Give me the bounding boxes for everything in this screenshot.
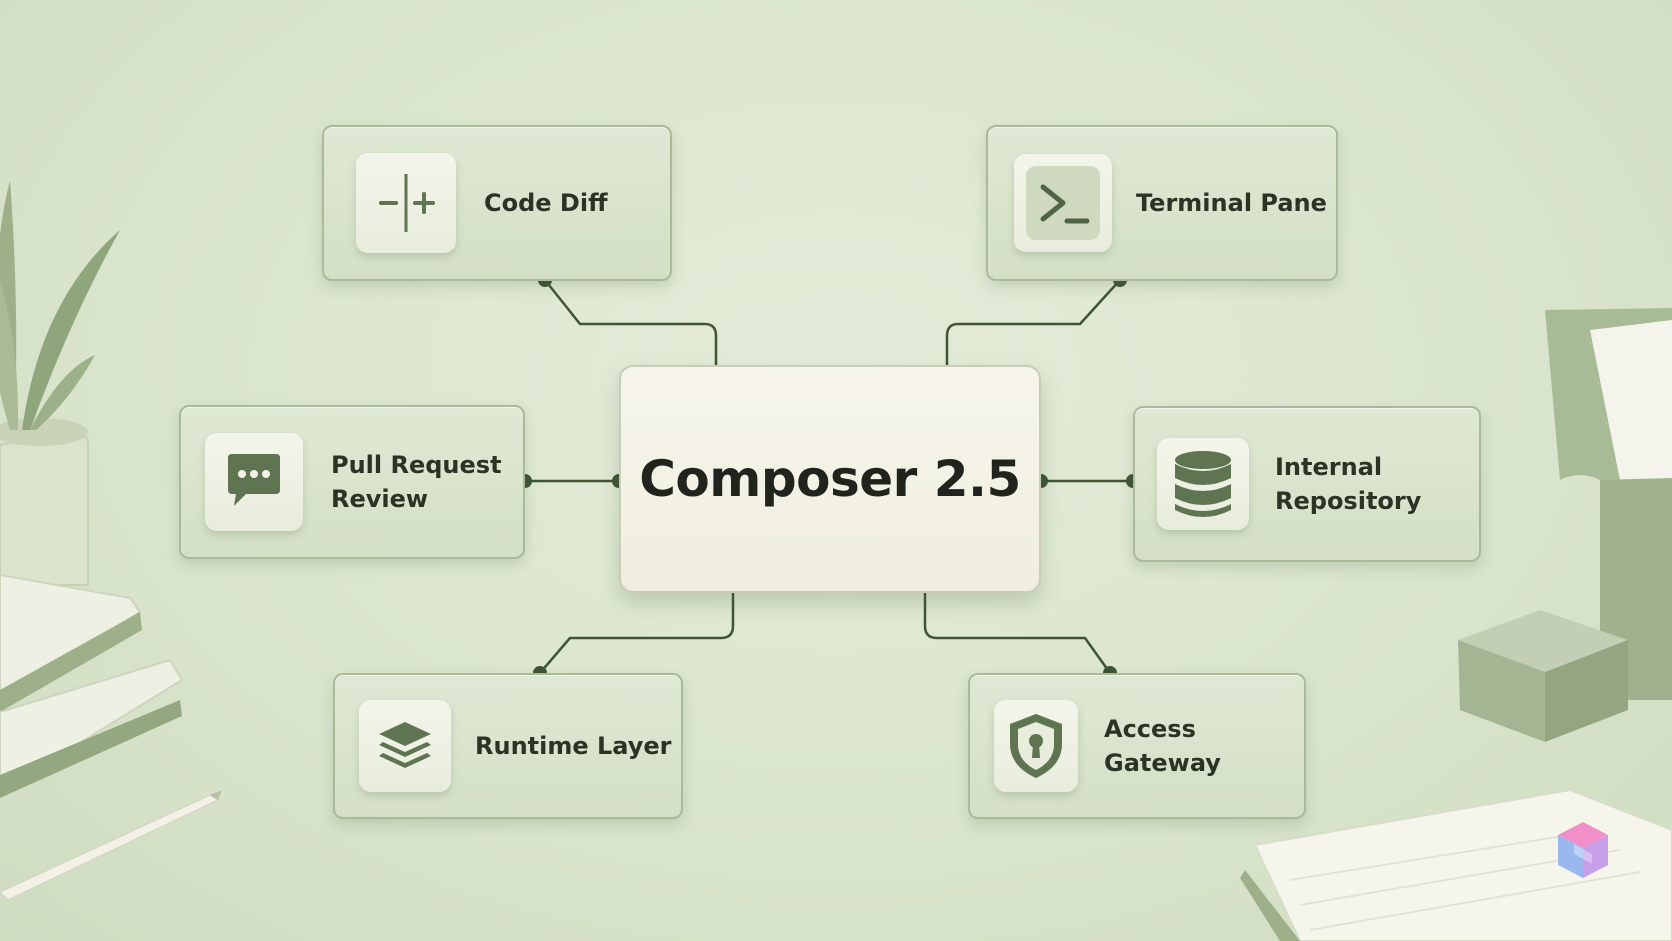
node-label: Internal Repository [1275, 453, 1422, 515]
code-diff-icon [356, 153, 456, 253]
layers-icon [359, 700, 451, 792]
plant-decoration [0, 180, 120, 586]
shield-lock-icon [994, 700, 1078, 792]
notebook-decoration [1240, 788, 1672, 941]
node-label: Runtime Layer [475, 732, 672, 760]
node-runtime-layer[interactable]: Runtime Layer [333, 673, 683, 819]
connector-access-gateway [923, 591, 1112, 675]
center-title: Composer 2.5 [639, 450, 1021, 508]
books-decoration [0, 573, 184, 798]
pencil-decoration [0, 790, 222, 901]
node-label: Access Gateway [1104, 715, 1221, 777]
node-center[interactable]: Composer 2.5 [619, 365, 1041, 593]
connector-runtime-layer [538, 591, 735, 675]
node-access-gateway[interactable]: Access Gateway [968, 673, 1306, 819]
cube-decoration [1458, 610, 1628, 742]
connector-terminal-pane [945, 278, 1122, 367]
node-label: Terminal Pane [1136, 189, 1327, 217]
database-icon [1157, 438, 1249, 530]
chat-bubble-icon [205, 433, 303, 531]
node-code-diff[interactable]: Code Diff [322, 125, 672, 281]
node-label: Pull Request Review [331, 451, 502, 513]
node-internal-repository[interactable]: Internal Repository [1133, 406, 1481, 562]
connector-code-diff [543, 278, 718, 367]
logo-cube-icon [1558, 822, 1608, 878]
node-pull-request-review[interactable]: Pull Request Review [179, 405, 525, 559]
node-terminal-pane[interactable]: Terminal Pane [986, 125, 1338, 281]
terminal-icon [1014, 154, 1112, 252]
node-label: Code Diff [484, 189, 608, 217]
